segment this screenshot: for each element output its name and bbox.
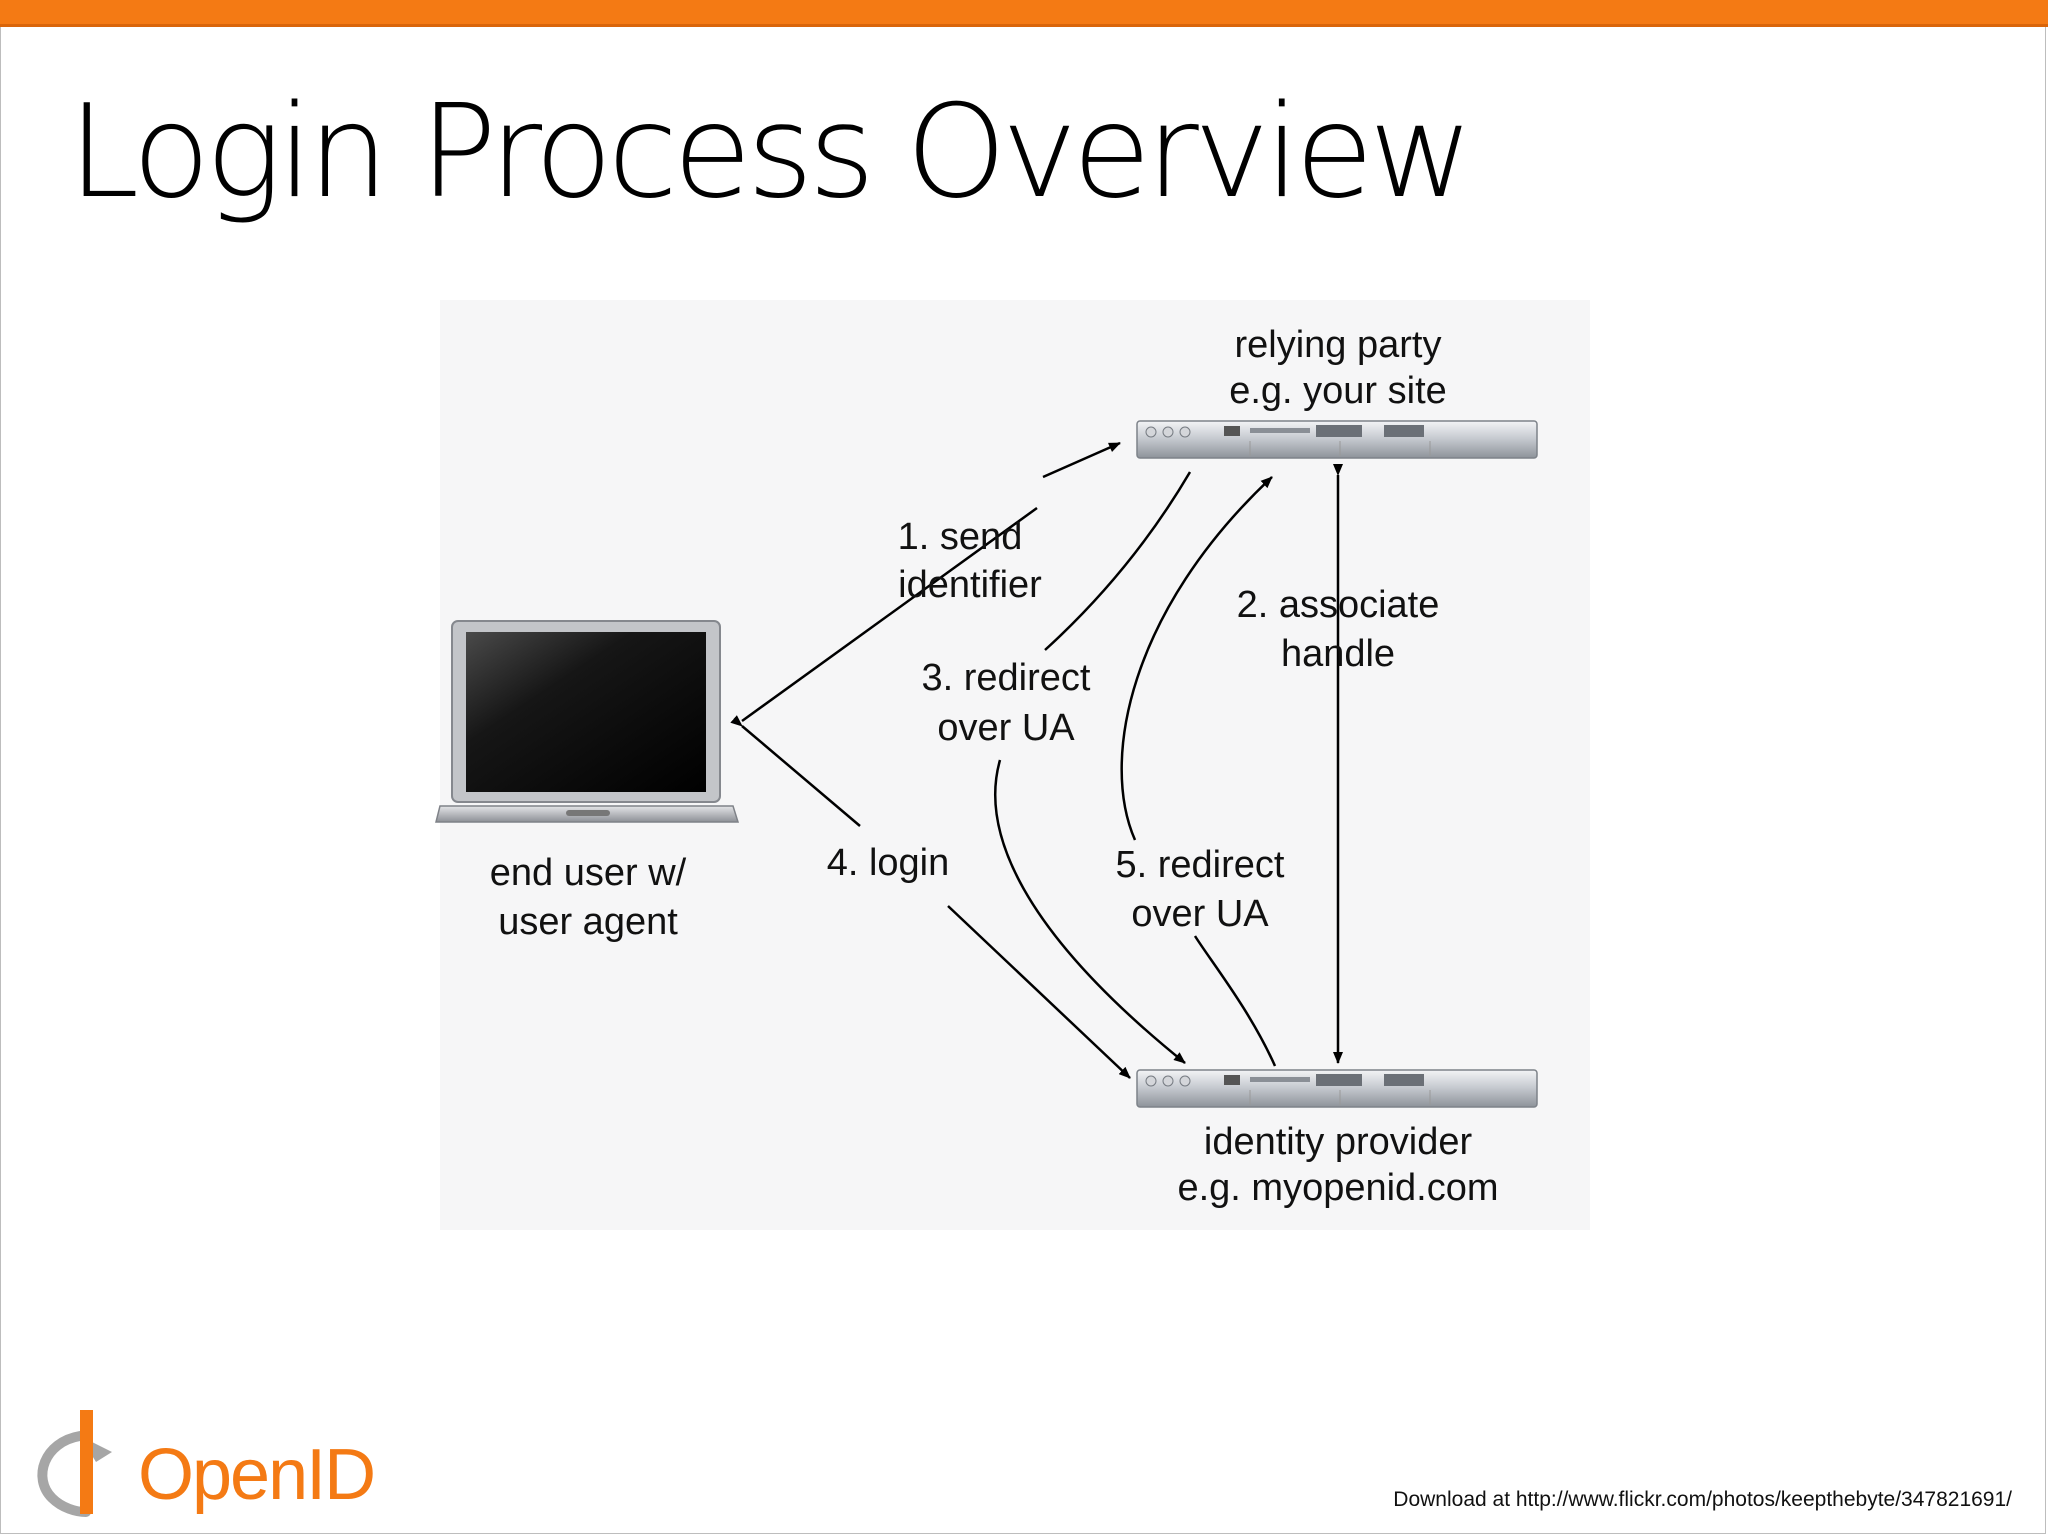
step-1-label: 1. send xyxy=(898,516,1023,558)
relying-party-label: relying party xyxy=(1235,324,1442,366)
openid-logo-text: OpenID xyxy=(138,1435,376,1515)
step-5-sublabel: over UA xyxy=(1131,893,1269,935)
top-accent-bar xyxy=(0,0,2048,27)
step-3-sublabel: over UA xyxy=(937,707,1075,749)
end-user-label: end user w/ xyxy=(490,852,687,894)
relying-party-example: e.g. your site xyxy=(1229,370,1447,412)
step-5-label: 5. redirect xyxy=(1116,844,1285,886)
identity-provider-example: e.g. myopenid.com xyxy=(1177,1167,1498,1209)
openid-logo-icon xyxy=(37,1410,112,1517)
identity-provider-server-icon xyxy=(1136,1069,1538,1108)
footer-credit: Download at http://www.flickr.com/photos… xyxy=(1393,1488,2012,1511)
relying-party-server-icon xyxy=(1136,420,1538,459)
identity-provider-label: identity provider xyxy=(1204,1121,1473,1163)
end-user-agent-label: user agent xyxy=(498,901,678,943)
step-4-label: 4. login xyxy=(827,842,950,884)
slide-title: Login Process Overview xyxy=(68,78,1473,227)
step-1-sublabel: identifier xyxy=(898,564,1042,606)
step-2-sublabel: handle xyxy=(1281,633,1395,675)
arrow-5-redirect xyxy=(1120,476,1277,1067)
step-2-label: 2. associate xyxy=(1237,584,1440,626)
arrow-4-login xyxy=(742,726,1130,1078)
arrow-1-send-identifier xyxy=(741,441,1121,723)
step-3-label: 3. redirect xyxy=(922,657,1091,699)
laptop-icon xyxy=(435,620,740,823)
